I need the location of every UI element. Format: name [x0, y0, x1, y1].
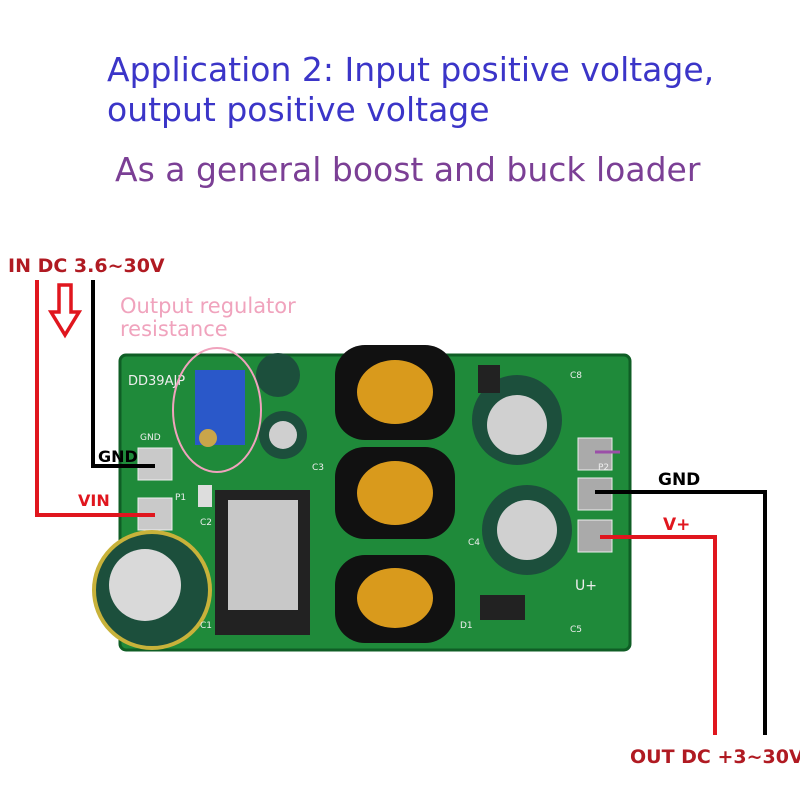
board-part [198, 485, 212, 507]
board-part [497, 500, 557, 560]
title-line-2: output positive voltage [107, 90, 490, 129]
vin-label: VIN [78, 491, 110, 510]
highlight-ellipse [172, 347, 262, 473]
silk-c1: C1 [200, 621, 212, 631]
wire-gnd-out [595, 490, 767, 735]
board-part [357, 360, 433, 424]
silk-c5: C5 [570, 625, 582, 635]
silk-p1: P1 [175, 493, 186, 503]
board-part [487, 395, 547, 455]
pcb-board: DD39AJP P1 P2 C1 C2 C3 C4 C5 C8 D1 U+ GN… [92, 345, 632, 652]
arrow-down-icon [47, 283, 83, 339]
board-part [357, 568, 433, 628]
board-part [357, 360, 433, 628]
board-part [478, 365, 500, 393]
title-line-1: Application 2: Input positive voltage, [107, 50, 715, 89]
silk-gnd: GND [140, 433, 161, 443]
board-part [109, 549, 181, 621]
silk-c8: C8 [570, 371, 582, 381]
board-part [256, 353, 300, 397]
regulator-note-line-2: resistance [120, 317, 228, 341]
wire-vplus [600, 535, 717, 735]
silk-c3: C3 [312, 463, 324, 473]
board-part [269, 421, 297, 449]
board-part [228, 500, 298, 610]
board-part [357, 461, 433, 525]
board-part [199, 429, 217, 447]
output-voltage-label: OUT DC +3~30V [630, 746, 800, 768]
wire-vin [35, 280, 155, 517]
regulator-note-line-1: Output regulator [120, 294, 296, 318]
gnd-output-label: GND [658, 470, 700, 490]
wire-gnd-in [91, 280, 155, 468]
vplus-label: V+ [663, 515, 690, 535]
silk-p2: P2 [598, 463, 609, 473]
silk-c2: C2 [200, 518, 212, 528]
silk-d1: D1 [460, 621, 473, 631]
gnd-input-label: GND [98, 447, 138, 466]
input-voltage-label: IN DC 3.6~30V [8, 255, 165, 277]
board-model: DD39AJP [128, 374, 185, 389]
pad-vplus [577, 519, 613, 553]
pad-p2 [577, 437, 613, 471]
page-title: Application 2: Input positive voltage, o… [107, 50, 714, 130]
board-part [480, 595, 525, 620]
subtitle: As a general boost and buck loader [115, 150, 701, 189]
silk-c4: C4 [468, 538, 480, 548]
silk-uplus: U+ [575, 578, 597, 594]
